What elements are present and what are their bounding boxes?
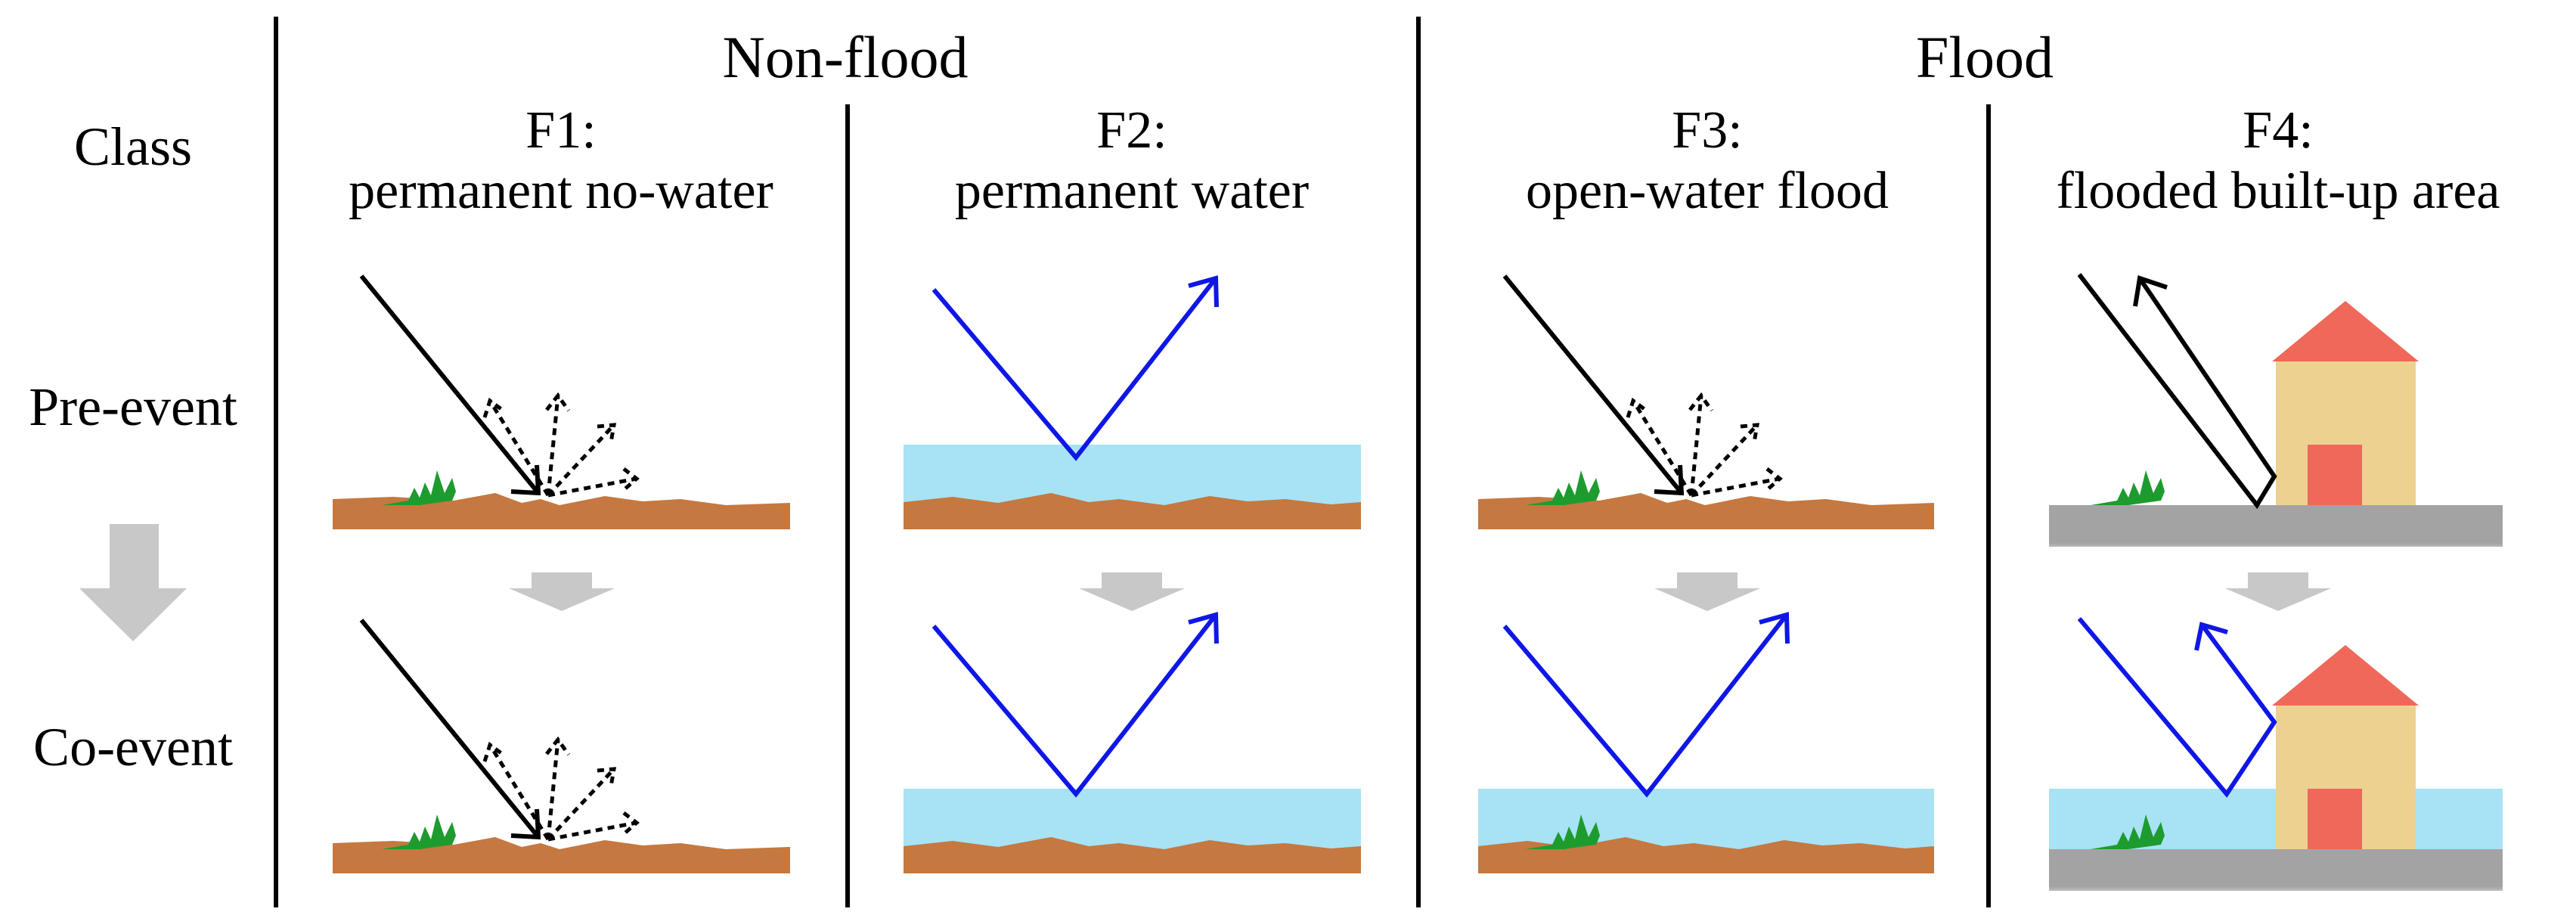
water-surface (904, 789, 1361, 849)
water-surface (904, 445, 1361, 505)
building-door (2308, 445, 2362, 505)
class-f3-name: open-water flood (1525, 162, 1889, 220)
diffuse-scatter-arrows (482, 736, 640, 842)
grass-icon (1526, 814, 1600, 849)
incident-ray (1502, 274, 1684, 495)
specular-reflection-ray (932, 613, 1218, 798)
class-f2-code: F2: (1096, 101, 1167, 160)
incident-ray (359, 274, 541, 495)
double-bounce-arrowhead (2194, 622, 2228, 651)
f3-pre-event-panel (1474, 274, 1939, 552)
double-bounce-ray (2077, 273, 2277, 510)
transition-arrow-f3 (1654, 572, 1760, 611)
row-label-co-event: Co-event (33, 717, 233, 777)
f4-co-event-panel (2045, 617, 2506, 901)
specular-reflection-ray (932, 277, 1218, 461)
f2-co-event-panel (900, 612, 1365, 896)
specular-ray-arrowhead (1759, 612, 1790, 644)
class-f3-header: F3: open-water flood (1526, 101, 1889, 222)
incident-ray-arrowhead (1654, 464, 1685, 496)
grass-icon (382, 470, 456, 505)
transition-arrow-f2 (1079, 572, 1185, 611)
specular-ray-arrowhead (1188, 275, 1219, 308)
soil-ground (904, 837, 1361, 873)
class-f4-name: flooded built-up area (2056, 162, 2500, 220)
specular-ray-arrowhead (1188, 612, 1219, 644)
incident-ray-arrowhead (510, 808, 541, 840)
row-label-pre-event: Pre-event (29, 377, 237, 437)
f4-pre-event-panel (2045, 273, 2506, 558)
soil-ground (1478, 837, 1934, 873)
grass-icon (382, 814, 456, 849)
f1-pre-event-panel (329, 274, 794, 552)
transition-arrow-f4 (2225, 572, 2331, 611)
grass-icon (1526, 470, 1600, 505)
transition-arrow-f1 (509, 572, 615, 611)
diffuse-scatter-arrows (1626, 392, 1783, 498)
group-label-flood: Flood (1915, 24, 2054, 90)
soil-ground (333, 493, 790, 529)
class-f1-name: permanent no-water (349, 162, 773, 220)
group-label-non-flood: Non-flood (722, 24, 969, 90)
class-f2-header: F2: permanent water (955, 101, 1309, 222)
double-bounce-ray (2077, 617, 2277, 799)
road-ground (2049, 505, 2503, 547)
specular-reflection-ray (1502, 613, 1789, 798)
class-row-label: Class (73, 116, 193, 177)
soil-ground (333, 837, 790, 873)
flood-water-surface (1478, 789, 1934, 849)
soil-ground (904, 493, 1361, 529)
road-ground (2049, 849, 2503, 891)
double-bounce-arrowhead (2133, 275, 2168, 307)
class-f4-header: F4: flooded built-up area (2056, 101, 2500, 222)
class-f2-name: permanent water (954, 162, 1310, 220)
grass-icon (2091, 814, 2165, 849)
class-f1-code: F1: (525, 101, 597, 160)
soil-ground (1478, 493, 1934, 529)
class-f3-code: F3: (1672, 101, 1743, 160)
incident-ray (359, 619, 541, 839)
f2-pre-event-panel (900, 275, 1365, 552)
f3-co-event-panel (1474, 612, 1939, 896)
building-roof (2272, 301, 2419, 361)
transition-arrow-large (79, 524, 187, 641)
diffuse-scatter-arrows (482, 392, 640, 498)
class-f1-header: F1: permanent no-water (349, 101, 773, 222)
f1-co-event-panel (329, 619, 794, 896)
incident-ray-arrowhead (510, 464, 541, 496)
grass-icon (2091, 470, 2165, 505)
class-f4-code: F4: (2243, 101, 2314, 160)
building-roof (2272, 645, 2419, 706)
building-door (2308, 789, 2362, 849)
